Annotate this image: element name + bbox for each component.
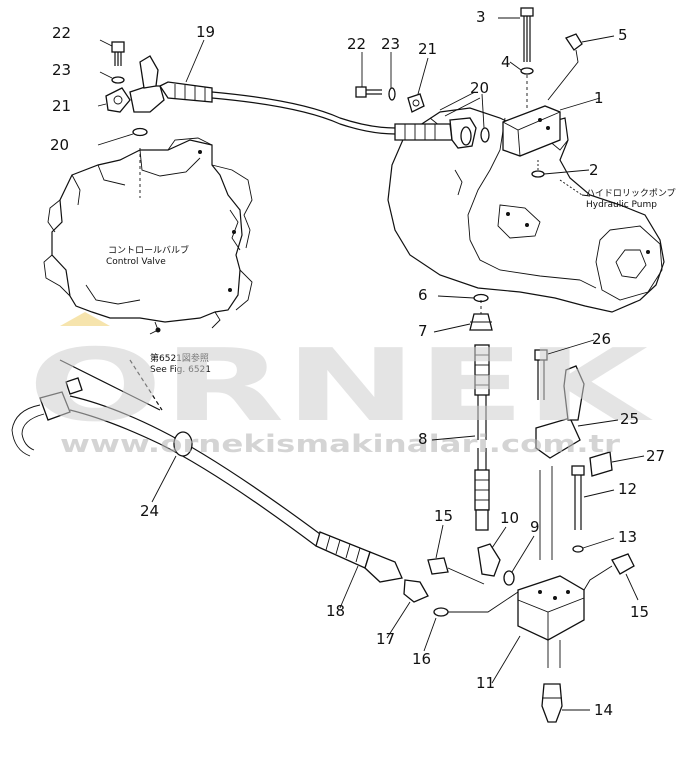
callout-20-left: 20 xyxy=(50,136,69,154)
callout-20-right: 20 xyxy=(470,79,489,97)
callout-7: 7 xyxy=(418,322,428,340)
hydraulic-pump-label-jp: ハイドロリックポンプ xyxy=(586,188,676,199)
watermark-url: www.ornekismakinalari.com.tr xyxy=(60,430,620,458)
callout-19: 19 xyxy=(196,23,215,41)
callout-18: 18 xyxy=(326,602,345,620)
see-fig-label-en: See Fig. 6521 xyxy=(150,365,211,375)
callout-26: 26 xyxy=(592,330,611,348)
watermark-logo-icon xyxy=(60,312,110,326)
callout-9: 9 xyxy=(530,518,540,536)
callout-24: 24 xyxy=(140,502,159,520)
callout-3: 3 xyxy=(476,8,486,26)
valve-side-parts xyxy=(105,41,396,137)
callout-numbers: 1 2 3 4 5 6 7 8 9 10 11 12 13 14 15 15 1… xyxy=(50,8,665,719)
control-valve-label-jp: コントロールバルブ xyxy=(108,244,189,256)
callout-25: 25 xyxy=(620,410,639,428)
watermark-brand: ORNEK xyxy=(28,327,654,444)
pump-side-parts xyxy=(355,7,583,318)
callout-12: 12 xyxy=(618,480,637,498)
control-valve-drawing: コントロールバルブ Control Valve xyxy=(43,137,253,335)
callout-13: 13 xyxy=(618,528,637,546)
watermark: ORNEK www.ornekismakinalari.com.tr xyxy=(28,312,654,458)
callout-15-left: 15 xyxy=(434,507,453,525)
callout-15-right: 15 xyxy=(630,603,649,621)
see-fig-label-jp: 第6521図参照 xyxy=(150,352,209,364)
callout-23-right: 23 xyxy=(381,35,400,53)
callout-5: 5 xyxy=(618,26,628,44)
leader-lines xyxy=(97,17,645,711)
line-assembly-parts: 第6521図参照 See Fig. 6521 xyxy=(11,313,635,723)
callout-27: 27 xyxy=(646,447,665,465)
callout-1: 1 xyxy=(594,89,604,107)
callout-22-left: 22 xyxy=(52,24,71,42)
callout-16: 16 xyxy=(412,650,431,668)
callout-17: 17 xyxy=(376,630,395,648)
callout-4: 4 xyxy=(501,53,511,71)
callout-23-left: 23 xyxy=(52,61,71,79)
callout-21-left: 21 xyxy=(52,97,71,115)
callout-8: 8 xyxy=(418,430,428,448)
callout-2: 2 xyxy=(589,161,599,179)
hydraulic-pump-label-en: Hydraulic Pump xyxy=(586,200,657,210)
callout-11: 11 xyxy=(476,674,495,692)
callout-21-right: 21 xyxy=(418,40,437,58)
callout-22-right: 22 xyxy=(347,35,366,53)
callout-10: 10 xyxy=(500,509,519,527)
callout-14: 14 xyxy=(594,701,613,719)
control-valve-label-en: Control Valve xyxy=(106,257,166,267)
callout-6: 6 xyxy=(418,286,428,304)
